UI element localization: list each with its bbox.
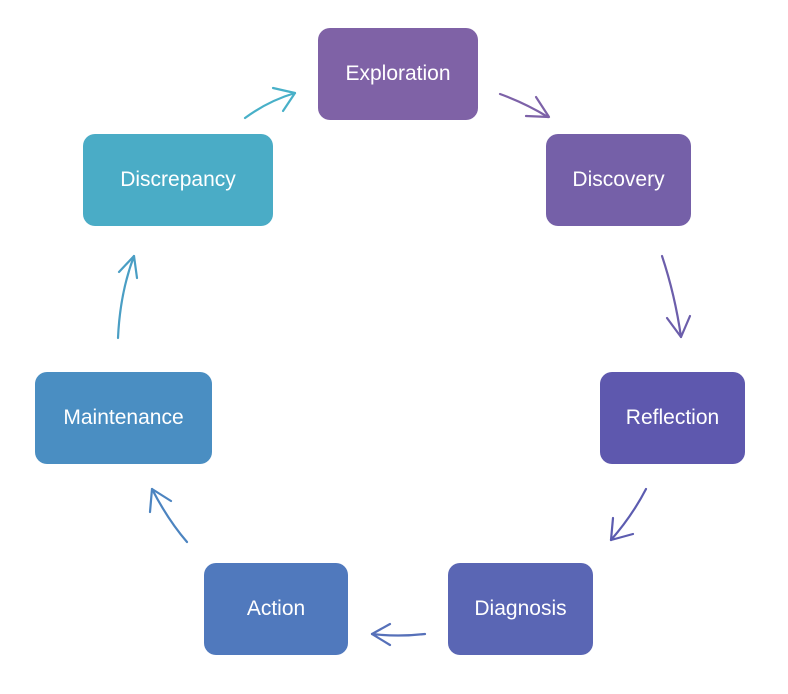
node-discrepancy: Discrepancy [83,134,273,226]
node-discovery: Discovery [546,134,691,226]
node-maintenance: Maintenance [35,372,212,464]
arrow-exploration-to-discovery [498,92,551,119]
arrow-action-to-maintenance [148,487,189,544]
node-reflection-label: Reflection [625,406,720,429]
node-diagnosis-label: Diagnosis [474,597,567,620]
node-discrepancy-label: Discrepancy [120,168,236,191]
node-action: Action [204,563,348,655]
node-diagnosis: Diagnosis [448,563,593,655]
node-exploration-label: Exploration [345,62,451,85]
node-reflection: Reflection [600,372,745,464]
node-maintenance-label: Maintenance [63,406,184,429]
node-discovery-label: Discovery [572,168,665,191]
arrow-reflection-to-diagnosis [609,487,648,542]
node-exploration: Exploration [318,28,478,120]
node-action-label: Action [246,597,306,620]
arrow-discovery-to-reflection [660,254,692,339]
arrow-maintenance-to-discrepancy [116,254,139,340]
arrow-discrepancy-to-exploration [243,86,297,120]
arrow-diagnosis-to-action [370,622,427,647]
